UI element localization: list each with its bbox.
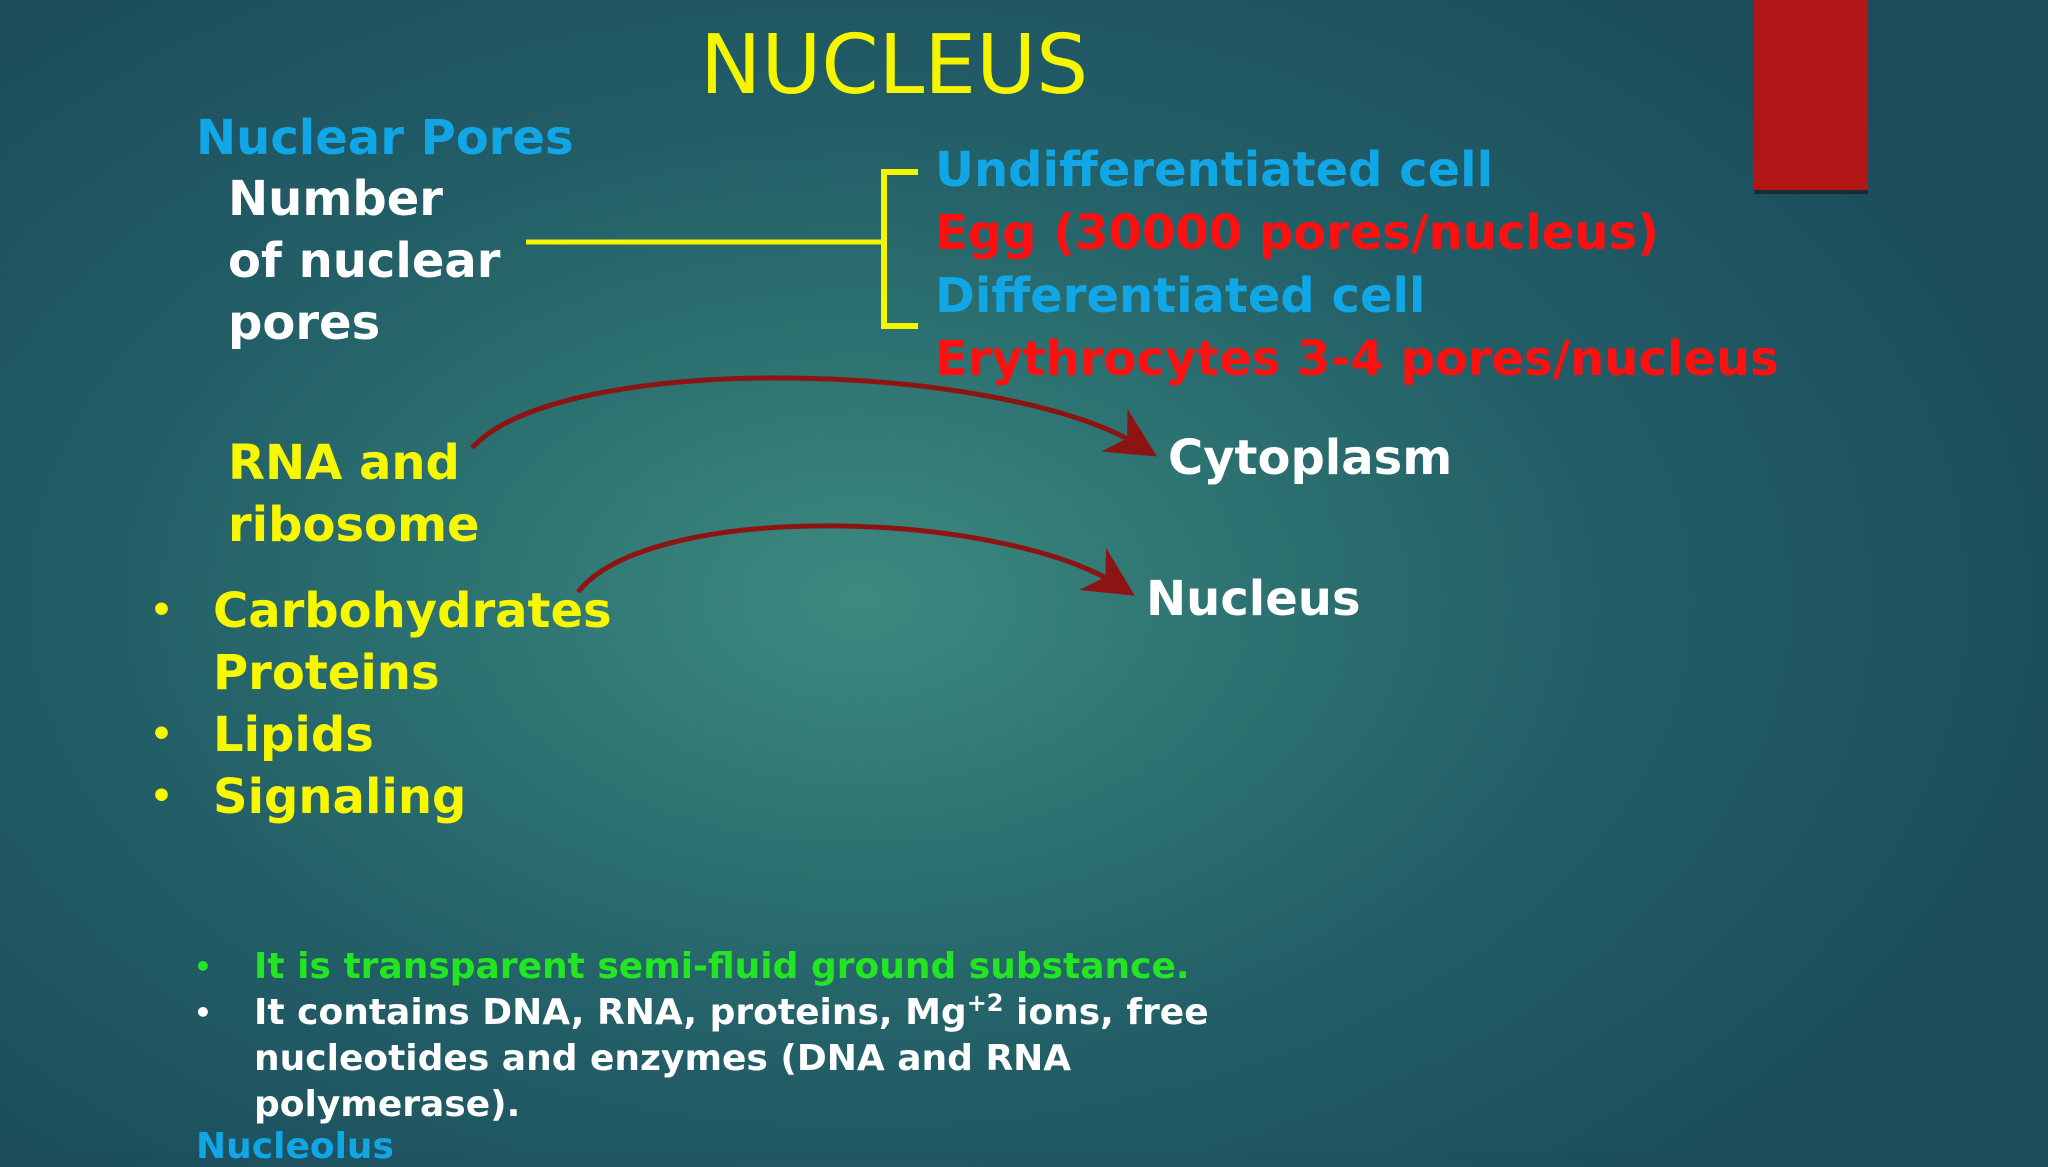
pore-count-line: Number bbox=[228, 171, 443, 227]
superscript: +2 bbox=[966, 989, 1004, 1017]
bullet-icon: • bbox=[194, 950, 212, 983]
list-item-continuation: nucleotides and enzymes (DNA and RNA bbox=[194, 1036, 1209, 1082]
list-item: Proteins bbox=[150, 642, 612, 704]
rna-ribosome-line: RNA and bbox=[228, 435, 460, 491]
nuclear-pores-heading: Nuclear Pores bbox=[196, 110, 574, 166]
rna-ribosome-label: RNA and ribosome bbox=[228, 432, 480, 556]
list-item-text: Proteins bbox=[213, 645, 440, 701]
list-item: • Lipids bbox=[150, 704, 612, 766]
erythrocytes-pores-label: Erythrocytes 3-4 pores/nucleus bbox=[935, 331, 1779, 387]
list-item: • It contains DNA, RNA, proteins, Mg+2 i… bbox=[194, 990, 1209, 1036]
cytoplasm-label: Cytoplasm bbox=[1168, 430, 1453, 486]
list-item-text: ions, free bbox=[1003, 992, 1209, 1033]
bullet-icon: • bbox=[150, 714, 174, 755]
differentiated-cell-label: Differentiated cell bbox=[935, 268, 1426, 324]
list-item-text: nucleotides and enzymes (DNA and RNA bbox=[254, 1038, 1072, 1079]
nucleus-label: Nucleus bbox=[1146, 571, 1361, 627]
nucleoplasm-list: • It is transparent semi-fluid ground su… bbox=[194, 944, 1209, 1128]
bullet-icon: • bbox=[150, 590, 174, 631]
pore-count-label: Number of nuclear pores bbox=[228, 168, 500, 354]
list-item-continuation: polymerase). bbox=[194, 1082, 1209, 1128]
list-item-text: It is transparent semi-fluid ground subs… bbox=[254, 946, 1190, 987]
list-item-text: Lipids bbox=[213, 707, 374, 763]
pore-count-line: of nuclear bbox=[228, 233, 501, 289]
bullet-icon: • bbox=[150, 776, 174, 817]
list-item-text: Carbohydrates bbox=[213, 583, 612, 639]
list-item-text: polymerase). bbox=[254, 1084, 521, 1125]
list-item: • Carbohydrates bbox=[150, 580, 612, 642]
accent-bar bbox=[1754, 0, 1868, 190]
list-item-text: Signaling bbox=[213, 769, 467, 825]
bracket bbox=[881, 169, 918, 329]
rna-ribosome-line: ribosome bbox=[228, 497, 480, 553]
export-arrow bbox=[470, 375, 1158, 457]
bullet-icon: • bbox=[194, 996, 212, 1029]
import-list: • Carbohydrates Proteins • Lipids • Sign… bbox=[150, 580, 612, 828]
list-item-text: It contains DNA, RNA, proteins, Mg bbox=[254, 992, 967, 1033]
egg-pores-label: Egg (30000 pores/nucleus) bbox=[935, 205, 1660, 261]
undifferentiated-cell-label: Undifferentiated cell bbox=[935, 142, 1494, 198]
list-item: • Signaling bbox=[150, 766, 612, 828]
import-arrow bbox=[576, 523, 1135, 596]
slide-title: NUCLEUS bbox=[700, 18, 1089, 113]
list-item: • It is transparent semi-fluid ground su… bbox=[194, 944, 1209, 990]
pore-count-line: pores bbox=[228, 295, 381, 351]
